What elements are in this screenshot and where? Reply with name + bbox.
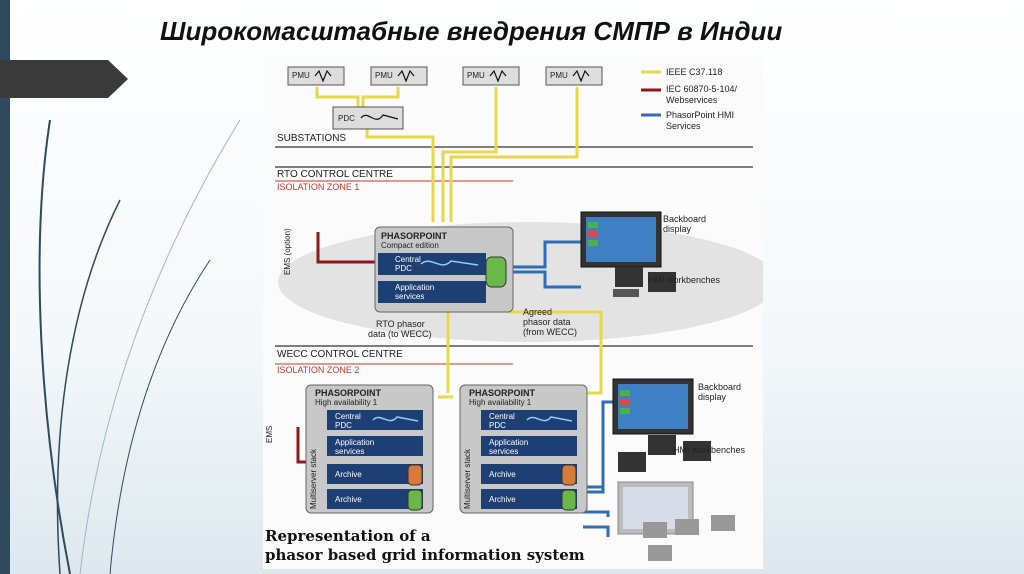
zone-isolation1: ISOLATION ZONE 1	[277, 182, 360, 192]
compact-app-1: Application	[395, 283, 435, 292]
hmi-workbenches-1	[613, 267, 676, 297]
hmi-links	[513, 240, 613, 537]
ha2-central-1: Central	[489, 412, 515, 421]
slide-title: Широкомасштабные внедрения СМПР в Индии	[160, 16, 783, 46]
backboard-display-2	[612, 378, 694, 435]
zone-substations: SUBSTATIONS	[277, 133, 347, 144]
left-accent-bar	[0, 0, 10, 574]
ha2-archive-1: Archive	[489, 470, 516, 479]
pmu-2-label: PMU	[375, 71, 393, 80]
backboard2-2: display	[698, 392, 727, 402]
agreed-1: Agreed	[523, 307, 553, 317]
ha2-edition: High availability 1	[469, 398, 532, 407]
pdc-label: PDC	[338, 114, 355, 123]
pmu-1	[287, 66, 345, 86]
ha1-brand: PHASORPOINT	[315, 388, 382, 398]
ha1-archive-2: Archive	[335, 495, 362, 504]
backboard1-2: display	[663, 224, 692, 234]
diagram-graphics	[275, 66, 763, 561]
phasorpoint-compact	[374, 226, 514, 313]
zone-isolation2: ISOLATION ZONE 2	[277, 365, 360, 375]
caption-line-1: Representation of a	[265, 527, 431, 545]
hmi2-label: HMI workbenches	[673, 445, 746, 455]
ha2-stack-label: Multiserver stack	[463, 448, 472, 509]
zone-wecc: WECC CONTROL CENTRE	[277, 349, 403, 360]
ha2-app-2: services	[489, 447, 519, 456]
compact-central-1: Central	[395, 255, 421, 264]
grid-diagram: PMU PMU PMU PMU PDC SUBSTATIONS RTO CONT…	[263, 57, 763, 569]
compact-edition: Compact edition	[381, 241, 439, 250]
rto-data-1: RTO phasor	[376, 319, 425, 329]
pmu-4-label: PMU	[550, 71, 568, 80]
hmi-workbenches-2	[618, 435, 711, 472]
compact-app-2: services	[395, 292, 425, 301]
compact-central-2: PDC	[395, 264, 412, 273]
pmu-2	[370, 66, 428, 86]
ha1-archive-1: Archive	[335, 470, 362, 479]
compact-brand: PHASORPOINT	[381, 231, 448, 241]
rto-data-2: data (to WECC)	[368, 329, 432, 339]
backboard1-1: Backboard	[663, 214, 707, 224]
ha1-stack-label: Multiserver stack	[309, 448, 318, 509]
ha1-edition: High availability 1	[315, 398, 378, 407]
ha1-central-1: Central	[335, 412, 361, 421]
ha1-central-2: PDC	[335, 421, 352, 430]
backboard2-1: Backboard	[698, 382, 742, 392]
ha2-brand: PHASORPOINT	[469, 388, 536, 398]
agreed-2: phasor data	[523, 317, 571, 327]
legend-iec-2: Webservices	[666, 95, 718, 105]
phasorpoint-ha2	[459, 384, 588, 514]
hmi-workbenches-3	[643, 515, 735, 561]
title-arrow-tab	[0, 60, 128, 98]
pdc-box	[332, 106, 404, 130]
ems-label: EMS	[265, 425, 274, 443]
diagram-caption: Representation of a phasor based grid in…	[265, 527, 585, 565]
ha1-app-2: services	[335, 447, 365, 456]
ieee-links	[315, 87, 603, 399]
pmu-3-label: PMU	[467, 71, 485, 80]
ha1-app-1: Application	[335, 438, 375, 447]
legend-hmi-1: PhasorPoint HMI	[666, 110, 735, 120]
legend-ieee: IEEE C37.118	[666, 67, 723, 77]
pmu-1-label: PMU	[292, 71, 310, 80]
legend-iec-1: IEC 60870-5-104/	[666, 84, 738, 94]
ha2-app-1: Application	[489, 438, 529, 447]
pmu-4	[545, 66, 603, 86]
ha2-central-2: PDC	[489, 421, 506, 430]
hmi1-label: HMI workbenches	[648, 275, 721, 285]
decorative-curves	[38, 119, 241, 574]
phasorpoint-ha1	[305, 384, 434, 514]
backboard-display-1	[580, 211, 662, 268]
pmu-3	[462, 66, 520, 86]
caption-line-2: phasor based grid information system	[265, 546, 585, 564]
legend-hmi-2: Services	[666, 121, 701, 131]
ems-option-label: EMS (option)	[283, 228, 292, 275]
ha2-archive-2: Archive	[489, 495, 516, 504]
legend-lines	[641, 70, 661, 117]
zone-rto: RTO CONTROL CENTRE	[277, 169, 393, 180]
agreed-3: (from WECC)	[523, 327, 577, 337]
